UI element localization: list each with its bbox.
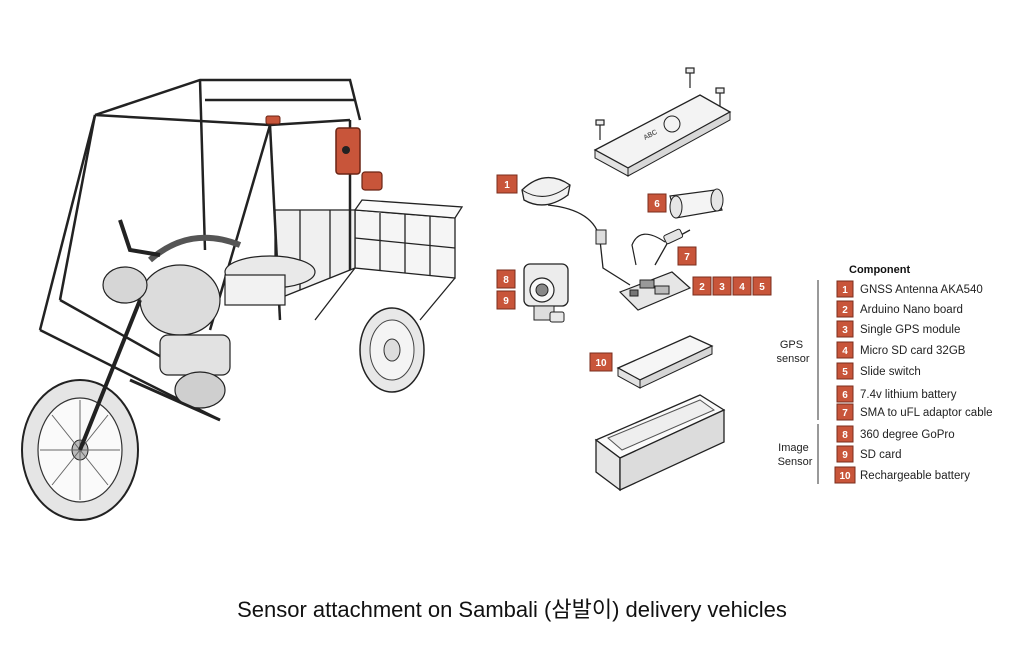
- legend-badge: [836, 425, 854, 443]
- legend-item-label: 7.4v lithium battery: [860, 389, 957, 401]
- component-legend: Component GPS sensor Image Sensor 1 GNSS …: [776, 264, 993, 484]
- gopro-mounted: [361, 171, 383, 191]
- gnss-antenna: [521, 177, 631, 286]
- legend-item-label: SD card: [860, 449, 902, 461]
- legend-badge: [836, 300, 854, 318]
- legend-badge-number: 5: [842, 367, 848, 378]
- callout-8: 8: [496, 269, 516, 289]
- legend-badge-number: 6: [842, 390, 848, 401]
- legend-item-5: 5 Slide switch: [836, 362, 921, 380]
- legend-item-label: 360 degree GoPro: [860, 429, 955, 441]
- legend-badge: [836, 320, 854, 338]
- legend-badge: [836, 280, 854, 298]
- svg-text:8: 8: [503, 275, 509, 286]
- group-label-image: Image Sensor: [778, 442, 813, 468]
- legend-item-label: Rechargeable battery: [860, 470, 970, 482]
- callout-4: 4: [732, 276, 752, 296]
- svg-text:6: 6: [654, 199, 660, 210]
- engine-body: [102, 219, 316, 409]
- legend-badge-number: 4: [842, 346, 848, 357]
- callout-1: 1: [496, 174, 518, 194]
- legend-item-label: Slide switch: [860, 366, 921, 378]
- callout-9: 9: [496, 290, 516, 310]
- legend-item-3: 3 Single GPS module: [836, 320, 960, 338]
- cargo-bed: [274, 199, 464, 321]
- legend-item-4: 4 Micro SD card 32GB: [836, 341, 966, 359]
- legend-badge: [836, 403, 854, 421]
- legend-badge-number: 8: [842, 430, 848, 441]
- legend-item-6: 6 7.4v lithium battery: [836, 385, 957, 403]
- legend-badge: [834, 466, 856, 484]
- legend-badge-number: 7: [842, 408, 848, 419]
- svg-text:10: 10: [595, 358, 607, 369]
- rechargeable-battery: [616, 335, 714, 389]
- legend-badge-number: 10: [839, 471, 851, 482]
- group-label-gps: GPS sensor: [776, 339, 809, 365]
- legend-badge-number: 9: [842, 450, 848, 461]
- callout-6: 6: [647, 193, 667, 213]
- legend-badge-number: 2: [842, 305, 848, 316]
- legend-item-8: 8 360 degree GoPro: [836, 425, 955, 443]
- legend-item-10: 10 Rechargeable battery: [834, 466, 970, 484]
- gopro-camera: [523, 263, 569, 323]
- group-label-gps-line1: GPS: [780, 339, 803, 351]
- svg-text:1: 1: [504, 180, 510, 191]
- svg-text:5: 5: [759, 282, 765, 293]
- adaptor-cable: [654, 228, 691, 266]
- legend-badge: [836, 362, 854, 380]
- legend-item-7: 7 SMA to uFL adaptor cable: [836, 403, 993, 421]
- frame-bottom: [129, 378, 221, 422]
- callout-2: 2: [692, 276, 712, 296]
- roof-mount: [265, 115, 281, 125]
- legend-item-2: 2 Arduino Nano board: [836, 300, 963, 318]
- lithium-battery: [631, 188, 724, 266]
- front-fork: [78, 299, 142, 451]
- callout-7: 7: [677, 246, 697, 266]
- case-lid: ABC: [593, 94, 732, 177]
- legend-item-label: SMA to uFL adaptor cable: [860, 407, 993, 419]
- circuit-board: [618, 271, 692, 311]
- callout-10: 10: [589, 352, 613, 372]
- legend-rows: 1 GNSS Antenna AKA540 2 Arduino Nano board 3…: [834, 280, 993, 484]
- rear-wheel: [359, 307, 425, 393]
- vehicle-illustration: [21, 78, 464, 521]
- group-label-image-line1: Image: [778, 442, 809, 454]
- callout-3: 3: [712, 276, 732, 296]
- svg-text:2: 2: [699, 282, 705, 293]
- figure-caption: Sensor attachment on Sambali (삼발이) deliv…: [237, 597, 787, 622]
- legend-item-9: 9 SD card: [836, 445, 902, 463]
- legend-item-label: GNSS Antenna AKA540: [860, 284, 983, 296]
- group-label-image-line2: Sensor: [778, 456, 813, 468]
- legend-item-label: Micro SD card 32GB: [860, 345, 966, 357]
- legend-badge-number: 1: [842, 285, 848, 296]
- svg-text:7: 7: [684, 252, 690, 263]
- svg-text:3: 3: [719, 282, 725, 293]
- mounted-box-label-icon: [342, 146, 350, 154]
- legend-header: Component: [849, 264, 910, 276]
- legend-badge: [836, 341, 854, 359]
- group-label-gps-line2: sensor: [776, 353, 809, 365]
- svg-text:9: 9: [503, 296, 509, 307]
- case-bottom: [594, 394, 726, 492]
- legend-item-label: Arduino Nano board: [860, 304, 963, 316]
- legend-badge: [836, 385, 854, 403]
- legend-item-label: Single GPS module: [860, 324, 960, 336]
- legend-badge-number: 3: [842, 325, 848, 336]
- svg-text:4: 4: [739, 282, 745, 293]
- legend-item-1: 1 GNSS Antenna AKA540: [836, 280, 983, 298]
- legend-badge: [836, 445, 854, 463]
- callout-5: 5: [752, 276, 772, 296]
